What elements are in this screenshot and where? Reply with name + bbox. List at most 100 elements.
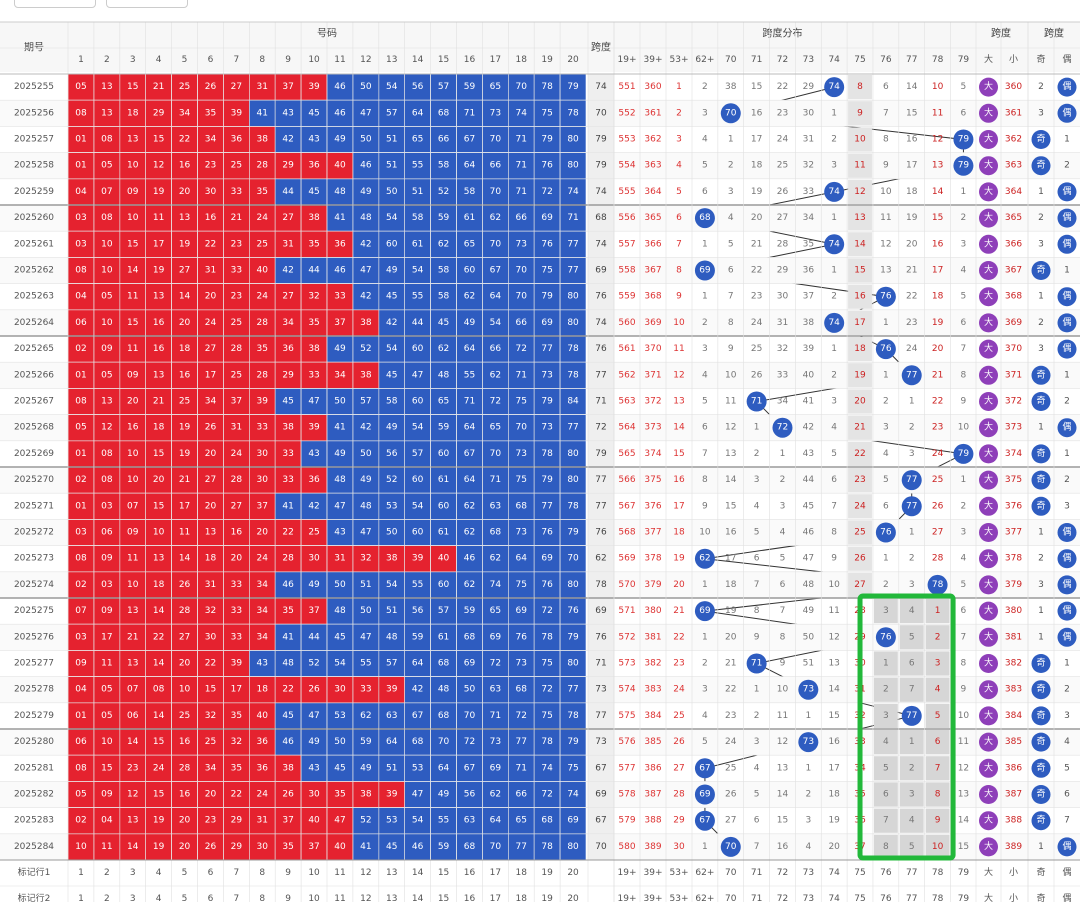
big-ball-value: 大 — [984, 735, 993, 747]
span-cell — [588, 414, 614, 441]
dist-count: 7 — [676, 239, 682, 249]
odd-ball-value: 奇 — [1036, 683, 1045, 695]
dist-miss: 25 — [932, 475, 943, 485]
even-ball — [1057, 208, 1077, 228]
number-value: 73 — [490, 108, 501, 118]
dist-miss: 1 — [883, 318, 889, 328]
number-value: 22 — [179, 135, 190, 145]
number-value: 13 — [101, 108, 112, 118]
number-value: 62 — [438, 239, 449, 249]
big-ball — [979, 418, 998, 438]
odd-miss: 3 — [1038, 580, 1044, 590]
number-value: 55 — [412, 292, 423, 302]
footer-row1-dist: 70 — [725, 868, 737, 878]
dist-miss: 17 — [828, 763, 839, 773]
number-cell — [119, 676, 147, 704]
footer-row2-num: 8 — [259, 894, 265, 902]
number-value: 79 — [541, 292, 553, 302]
span-ball — [694, 784, 715, 805]
header-span-dist: 跨度分布 — [762, 27, 802, 40]
number-value: 49 — [360, 475, 372, 485]
dist-miss: 6 — [702, 423, 708, 433]
number-cell — [352, 257, 380, 284]
number-value: 32 — [205, 606, 216, 616]
number-cell — [482, 650, 509, 677]
even-ball-value: 偶 — [1062, 316, 1071, 328]
dist-miss: 1 — [702, 292, 708, 302]
toolbar-button-left[interactable] — [14, 0, 96, 8]
number-value: 68 — [464, 842, 476, 852]
number-value: 64 — [490, 292, 502, 302]
odd-ball-value: 奇 — [1036, 814, 1045, 826]
dist-count: 576 — [618, 737, 635, 747]
number-value: 68 — [464, 632, 476, 642]
footer-row2-dist: 73 — [803, 894, 814, 902]
dist-miss: 10 — [958, 711, 970, 721]
dist-count: 381 — [644, 632, 661, 642]
number-value: 38 — [308, 344, 320, 354]
number-value: 76 — [541, 161, 553, 171]
number-value: 02 — [75, 816, 86, 826]
number-value: 60 — [464, 266, 476, 276]
number-value: 10 — [127, 449, 139, 459]
even-ball-value: 偶 — [1062, 185, 1071, 197]
number-cell — [197, 702, 224, 730]
dist-miss: 4 — [883, 449, 889, 459]
number-value: 08 — [75, 397, 87, 407]
dist-count: 570 — [618, 580, 635, 590]
number-cell — [507, 126, 535, 153]
number-value: 78 — [541, 449, 553, 459]
number-value: 52 — [308, 659, 319, 669]
number-value: 58 — [438, 161, 450, 171]
number-value: 30 — [257, 449, 269, 459]
number-value: 10 — [101, 737, 113, 747]
number-cell — [326, 702, 354, 730]
footer-row1-dist: 73 — [803, 868, 814, 878]
number-cell — [145, 833, 172, 861]
number-cell — [197, 230, 224, 258]
number-value: 62 — [490, 790, 501, 800]
header-dist-col: 72 — [777, 55, 788, 65]
number-value: 09 — [127, 187, 139, 197]
period-cell: 2025261 — [14, 239, 54, 249]
big-ball-value: 大 — [984, 526, 993, 538]
dist-count: 363 — [644, 161, 661, 171]
number-value: 42 — [412, 685, 423, 695]
number-value: 45 — [334, 763, 345, 773]
big-ball — [979, 837, 998, 857]
number-cell — [559, 361, 587, 389]
period-cell: 2025278 — [14, 685, 54, 695]
number-value: 73 — [516, 528, 527, 538]
dist-miss: 26 — [854, 554, 866, 564]
dist-miss: 23 — [777, 108, 788, 118]
number-value: 49 — [308, 580, 320, 590]
dist-miss: 27 — [854, 580, 865, 590]
dist-miss: 5 — [728, 239, 734, 249]
number-cell — [507, 73, 535, 101]
number-value: 24 — [153, 763, 165, 773]
miss-shade — [925, 599, 950, 624]
span-cell — [588, 755, 614, 782]
number-cell — [404, 754, 431, 782]
span-ball-value: 73 — [803, 737, 814, 747]
big-ball — [979, 234, 998, 254]
number-value: 19 — [153, 187, 165, 197]
dist-miss: 20 — [932, 344, 944, 354]
number-value: 34 — [257, 580, 269, 590]
dist-miss: 6 — [780, 580, 786, 590]
number-value: 70 — [516, 423, 528, 433]
number-value: 43 — [308, 449, 319, 459]
number-value: 71 — [516, 370, 527, 380]
number-value: 35 — [231, 711, 242, 721]
span-value: 69 — [595, 790, 607, 800]
toolbar-button-right[interactable] — [106, 0, 188, 8]
dist-miss: 22 — [751, 266, 762, 276]
number-value: 38 — [386, 554, 398, 564]
number-cell — [274, 230, 302, 258]
dist-count: 15 — [673, 449, 684, 459]
dist-miss: 4 — [780, 528, 786, 538]
number-value: 03 — [75, 632, 86, 642]
number-value: 25 — [179, 82, 190, 92]
span-cell — [588, 126, 614, 153]
span-cell — [588, 440, 614, 467]
